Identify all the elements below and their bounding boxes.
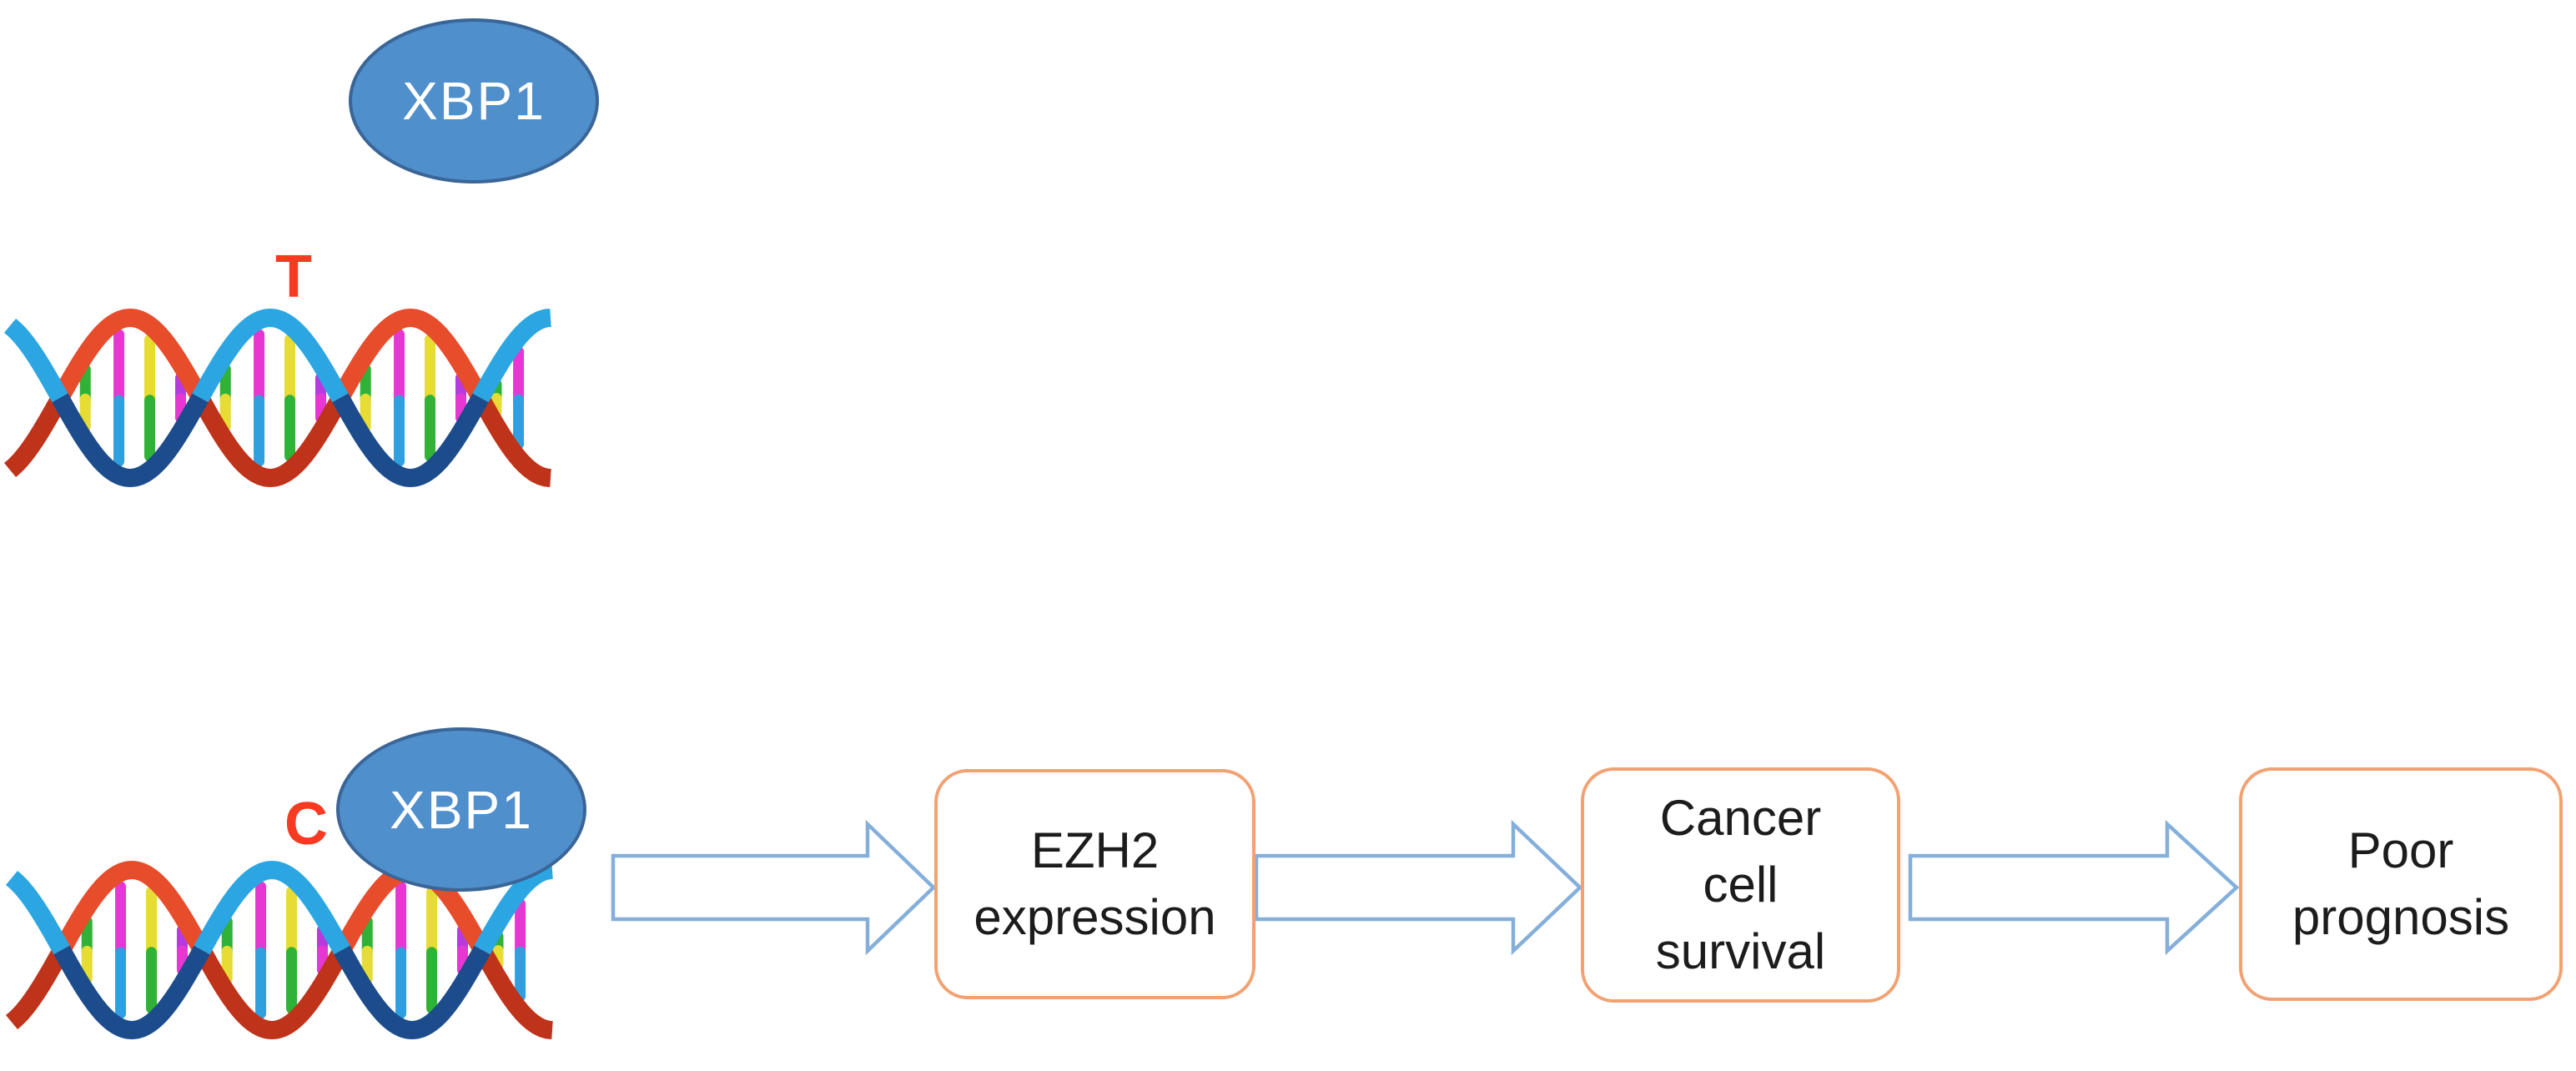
xbp1-protein-unbound: XBP1 bbox=[349, 18, 599, 184]
flow-arrow-2 bbox=[1254, 819, 1583, 956]
flow-box-poor-prognosis: Poor prognosis bbox=[2239, 767, 2563, 1001]
flow-box-label: Cancer cell survival bbox=[1655, 790, 1826, 979]
flow-arrow-3 bbox=[1908, 819, 2240, 956]
xbp1-label: XBP1 bbox=[390, 779, 533, 840]
flow-box-ezh2-expression: EZH2 expression bbox=[934, 769, 1255, 999]
flow-box-cancer-cell-survival: Cancer cell survival bbox=[1581, 767, 1900, 1003]
dna-helix-top bbox=[3, 308, 551, 488]
flow-box-label: EZH2 expression bbox=[974, 822, 1216, 945]
dna-helix-bottom bbox=[5, 860, 553, 1040]
allele-t-label: T bbox=[275, 244, 312, 310]
xbp1-protein-bound: XBP1 bbox=[336, 727, 586, 892]
flow-box-label: Poor prognosis bbox=[2292, 822, 2510, 945]
allele-c-label: C bbox=[284, 791, 328, 857]
xbp1-label: XBP1 bbox=[402, 71, 546, 131]
flow-arrow-1 bbox=[611, 819, 937, 956]
